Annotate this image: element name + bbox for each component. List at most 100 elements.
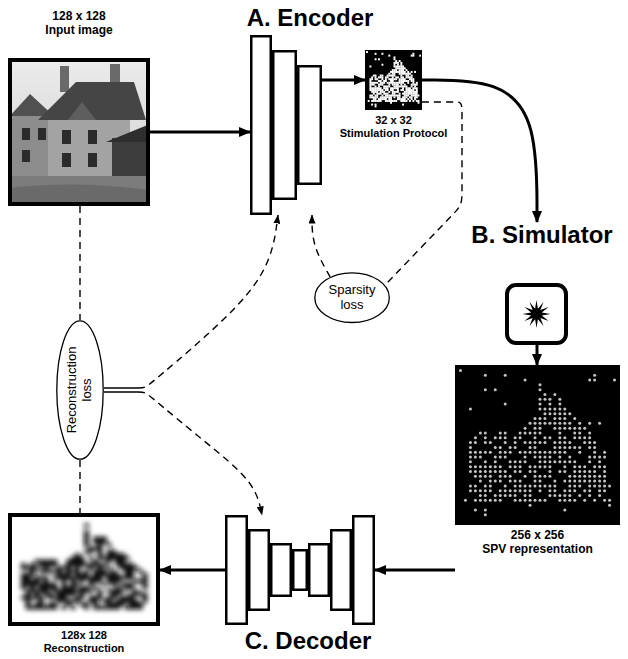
reconstruction-blob (84, 589, 89, 593)
phosphene-dot (479, 456, 482, 459)
phosphene-dot (543, 398, 546, 401)
phosphene-dot (538, 499, 541, 502)
network-layer (309, 544, 329, 596)
reconstruction-blob (39, 596, 44, 600)
text-line: Input image (45, 23, 112, 37)
protocol-pixel (399, 66, 401, 68)
protocol-pixel (388, 85, 390, 87)
protocol-pixel (378, 100, 380, 102)
reconstruction-blob (44, 583, 49, 587)
phosphene-dot (538, 417, 541, 420)
stage-title: A. Encoder (247, 5, 374, 31)
protocol-pixel (404, 95, 406, 97)
image-caption: 128 x 128 Input image (45, 10, 112, 38)
reconstruction-blob (129, 576, 134, 580)
protocol-pixel (394, 93, 396, 95)
phosphene-dot (529, 470, 532, 473)
phosphene-dot (603, 480, 606, 483)
protocol-pixel (395, 66, 397, 68)
phosphene-dot (558, 407, 561, 410)
phosphene-dot (608, 504, 611, 507)
reconstruction-blob (98, 579, 103, 583)
phosphene-dot (563, 407, 566, 410)
phosphene-dot (524, 431, 527, 434)
phosphene-dot (509, 446, 512, 449)
protocol-pixel (390, 100, 392, 102)
protocol-pixel (385, 87, 387, 89)
phosphene-dot (538, 431, 541, 434)
phosphene-dot (558, 398, 561, 401)
phosphene-dot (509, 489, 512, 492)
phosphene-dot (509, 475, 512, 478)
phosphene-dot (534, 427, 537, 430)
phosphene-dot (588, 456, 591, 459)
phosphene-dot (484, 484, 487, 487)
phosphene-dot (543, 436, 546, 439)
loss-ellipse: Reconstruction loss (56, 320, 104, 460)
protocol-pixel (390, 71, 392, 73)
protocol-pixel (414, 98, 416, 100)
protocol-pixel (378, 89, 380, 91)
phosphene-dot (469, 470, 472, 473)
protocol-pixel (392, 80, 394, 82)
loss-link (312, 215, 330, 277)
reconstruction-blob (62, 596, 67, 600)
reconstruction-blob (143, 579, 148, 583)
protocol-pixel (381, 78, 383, 80)
reconstruction-blob (125, 570, 130, 574)
flow-arrow (536, 345, 539, 365)
phosphene-dot (469, 456, 472, 459)
phosphene-dot (529, 484, 532, 487)
reconstruction-blob (98, 563, 103, 567)
reconstruction-blob (102, 540, 107, 544)
reconstruction-blob (71, 570, 76, 574)
phosphene-dot (474, 499, 477, 502)
reconstruction-blob (53, 606, 58, 610)
reconstruction-blob (71, 589, 76, 593)
protocol-pixel (390, 82, 392, 84)
reconstruction-blob (125, 563, 130, 567)
reconstruction-blob (75, 576, 80, 580)
phosphene-dot (479, 494, 482, 497)
phosphene-dot (598, 494, 601, 497)
reconstruction-blob (71, 560, 76, 564)
text-holder: Reconstruction loss (56, 320, 104, 460)
phosphene-dot (469, 489, 472, 492)
reconstruction-blob (107, 599, 112, 603)
phosphene-dot (479, 431, 482, 434)
reconstruction-blob (143, 596, 148, 600)
reconstruction-blob (66, 566, 71, 570)
reconstruction-blob (35, 589, 40, 593)
protocol-pixel (411, 55, 413, 57)
protocol-pixel (387, 89, 389, 91)
protocol-pixel (404, 98, 406, 100)
network-layer (331, 530, 351, 610)
protocol-pixel (385, 95, 387, 97)
phosphene-dot (519, 451, 522, 454)
reconstruction-blob (125, 596, 130, 600)
ellipse-outline (315, 273, 390, 323)
protocol-pixel (400, 69, 402, 71)
reconstruction-blob (21, 576, 26, 580)
protocol-pixel (399, 60, 401, 62)
layer-stack (250, 35, 322, 215)
protocol-pixel (409, 73, 411, 75)
protocol-pixel (375, 76, 377, 78)
flow-arrow (150, 131, 250, 134)
protocol-pixel (375, 95, 377, 97)
phosphene-dot (543, 407, 546, 410)
reconstruction-blob (120, 596, 125, 600)
reconstruction-blob (21, 583, 26, 587)
phosphene-dot (484, 513, 487, 516)
phosphene-dot (484, 508, 487, 511)
reconstruction-blob (48, 583, 53, 587)
reconstruction-blob (53, 576, 58, 580)
layer-stack (225, 515, 375, 625)
protocol-pixel (395, 82, 397, 84)
phosphene-dot (499, 431, 502, 434)
phosphene-dot (568, 489, 571, 492)
phosphene-dot (563, 480, 566, 483)
reconstruction-blob (30, 583, 35, 587)
phosphene-dot (563, 441, 566, 444)
reconstruction-blob (80, 563, 85, 567)
